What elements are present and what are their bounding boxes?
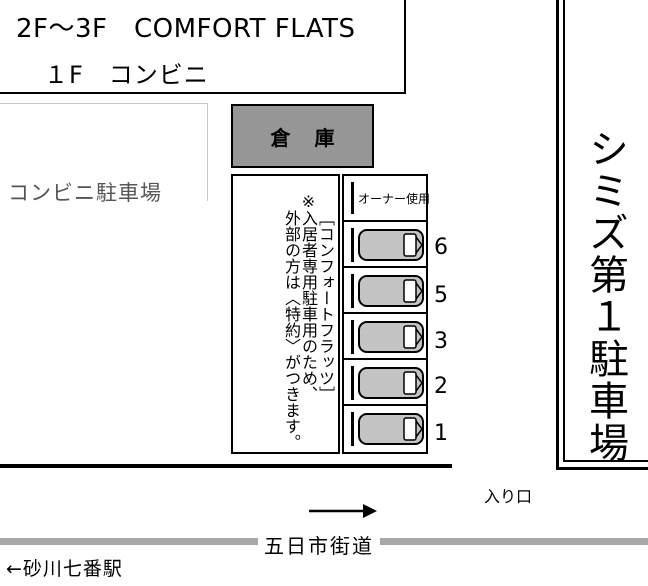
parking-stall bbox=[344, 358, 426, 404]
notice-panel: ※ ［コンフォートフラッツ］ 入居者専用駐車用のため、 外部の方は〈特約〉がつき… bbox=[231, 174, 340, 454]
stall-number: 3 bbox=[434, 329, 448, 354]
parking-stall bbox=[344, 312, 426, 358]
stall-number: 6 bbox=[434, 235, 448, 260]
car-icon bbox=[358, 413, 424, 445]
warehouse-building: 倉庫 bbox=[231, 104, 374, 168]
convenience-store-parking-area bbox=[0, 103, 208, 201]
stall-curb bbox=[351, 228, 354, 262]
shimizu-parking-lot-label: シミズ第１駐車場 bbox=[582, 128, 628, 464]
parking-stall bbox=[344, 266, 426, 312]
notice-line-mark: ※ bbox=[299, 192, 318, 211]
stall-number: 5 bbox=[434, 283, 448, 308]
building-upper-floors-label: 2F～3F COMFORT FLATS bbox=[16, 14, 356, 44]
convenience-store-parking-label: コンビニ駐車場 bbox=[8, 181, 162, 205]
car-icon bbox=[358, 321, 424, 353]
parking-stall bbox=[344, 404, 426, 450]
stall-curb bbox=[351, 412, 354, 446]
street-edge-line bbox=[0, 464, 452, 468]
building-block bbox=[0, 0, 406, 94]
stall-number: 2 bbox=[434, 374, 448, 399]
stall-curb bbox=[351, 274, 354, 308]
entrance-label: 入り口 bbox=[484, 487, 533, 506]
parking-stall-column: オーナー使用 bbox=[342, 174, 431, 454]
traffic-direction-arrow-icon bbox=[309, 504, 377, 518]
stall-number: 1 bbox=[434, 421, 448, 446]
warehouse-label: 倉庫 bbox=[270, 125, 359, 150]
station-direction-label: ←砂川七番駅 bbox=[6, 558, 123, 580]
stall-curb bbox=[351, 320, 354, 354]
road-name-label: 五日市街道 bbox=[258, 530, 380, 559]
notice-line-outsiders: 外部の方は〈特約〉がつきます。 bbox=[282, 210, 301, 450]
shimizu-parking-lot-boundary bbox=[556, 0, 648, 470]
stall-curb bbox=[351, 366, 354, 400]
shimizu-parking-lot-inner-boundary bbox=[563, 0, 648, 462]
owner-stall-marker bbox=[351, 182, 354, 214]
notice-line-name: ［コンフォートフラッツ］ bbox=[316, 210, 335, 402]
car-icon bbox=[358, 367, 424, 399]
parking-stall bbox=[344, 220, 426, 266]
owner-stall-label: オーナー使用 bbox=[358, 192, 431, 206]
car-icon bbox=[358, 229, 424, 261]
notice-line-residents: 入居者専用駐車用のため、 bbox=[299, 210, 318, 402]
car-icon bbox=[358, 275, 424, 307]
building-ground-floor-label: １F コンビニ bbox=[44, 61, 209, 89]
